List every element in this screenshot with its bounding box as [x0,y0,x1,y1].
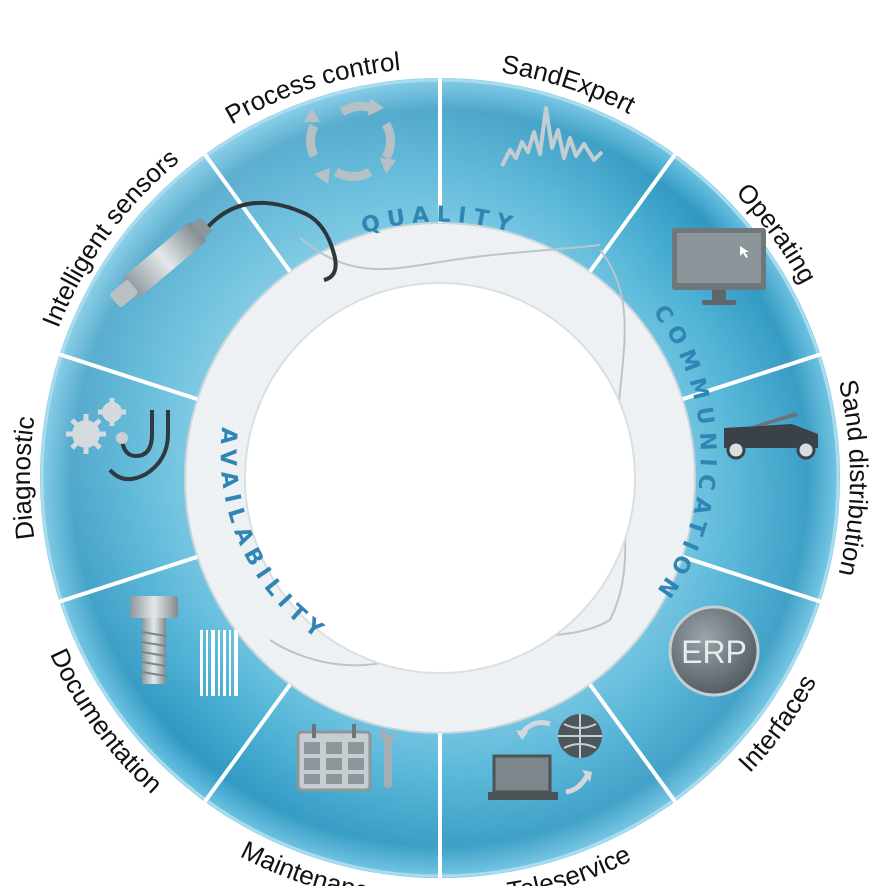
segment-label-diagnostic: Diagnostic [6,414,40,541]
segment-divider [203,683,292,803]
gears-stethoscope-icon [66,398,170,482]
segment-divider [58,352,199,402]
segment-divider [681,554,822,604]
center-circle [244,282,636,674]
sensor-probe-icon [110,200,338,308]
segment-divider [203,153,292,273]
erp-badge-icon: ERP [668,605,760,697]
laptop-globe-icon [488,714,602,800]
segment-divider [588,683,677,803]
waveform-icon [500,106,604,167]
segment-divider [588,153,677,273]
conveyor-cart-icon [724,412,818,460]
calendar-wrench-icon [296,724,396,792]
segment-divider [681,352,822,402]
erp-badge-text: ERP [681,634,747,670]
segment-label-text: Diagnostic [6,414,40,541]
segment-dividers [58,78,822,878]
bolt-barcode-icon [130,596,238,696]
cycle-arrows-icon [304,98,396,184]
quality-separator [299,237,601,271]
monitor-icon [672,228,766,305]
segment-divider [58,554,199,604]
